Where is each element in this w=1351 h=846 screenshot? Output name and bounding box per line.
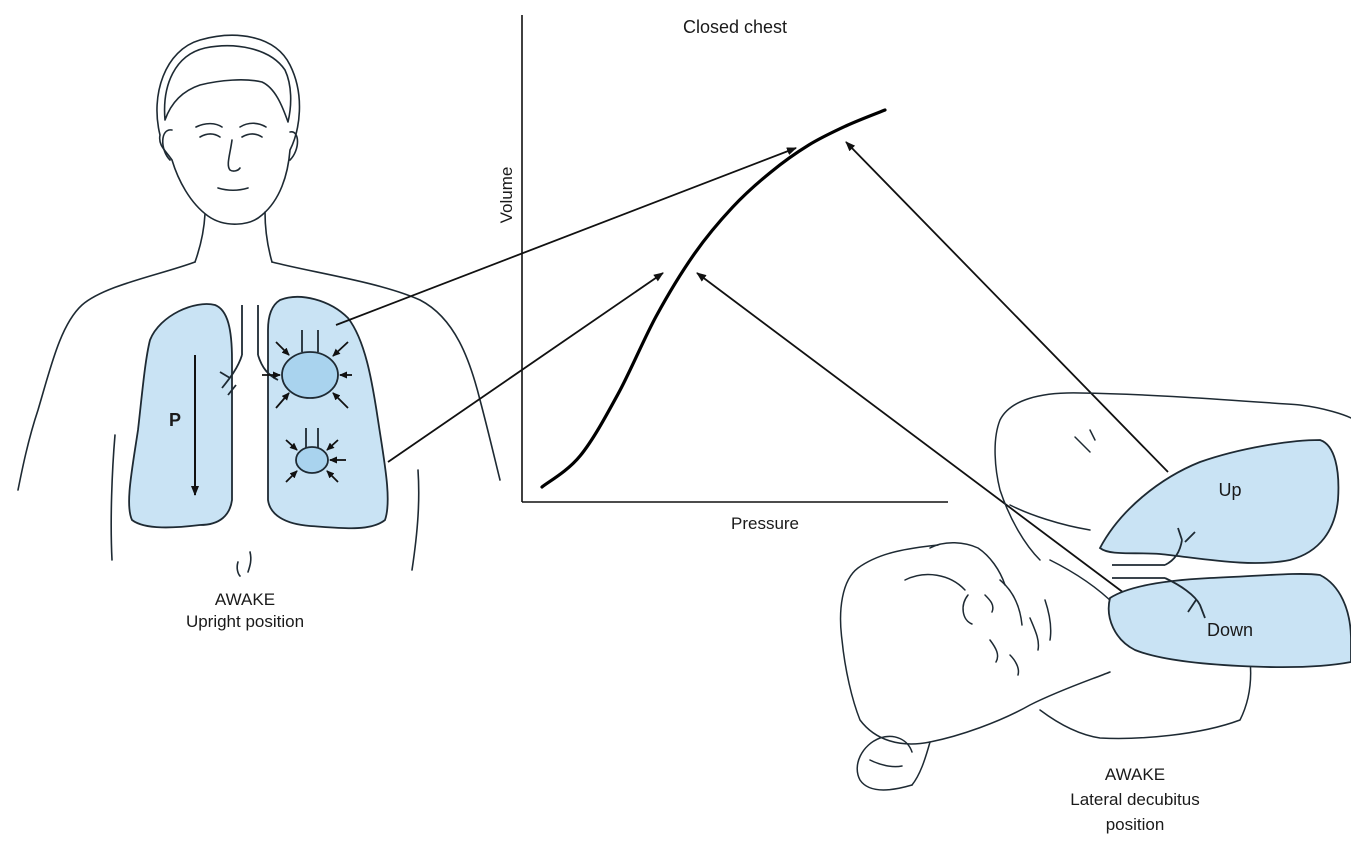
upright-ear-left: [163, 130, 172, 160]
chart-y-axis-label: Volume: [497, 150, 517, 240]
lateral-position-label-line2: position: [1070, 815, 1200, 835]
upright-mouth: [218, 188, 248, 190]
lateral-lung-up: [1100, 440, 1338, 563]
upright-position-label: Upright position: [160, 612, 330, 632]
upright-neck-right: [265, 212, 272, 262]
pressure-volume-curve: [542, 110, 885, 487]
lateral-hair: [905, 543, 1005, 590]
compliance-chart: [522, 15, 948, 502]
upright-figure: [18, 35, 500, 576]
upright-navel: [237, 552, 251, 576]
lateral-head-outline: [841, 545, 1110, 744]
arrow-down-lung-to-curve: [697, 273, 1128, 596]
lateral-down-label: Down: [1185, 620, 1275, 641]
upright-brow-right: [240, 123, 266, 127]
chart-x-axis-label: Pressure: [700, 514, 830, 534]
upright-lung-right: [268, 297, 388, 528]
arrow-up-lung-to-curve: [846, 142, 1168, 472]
upright-hair: [165, 46, 291, 122]
upright-neck-left: [195, 214, 205, 262]
lateral-state-label: AWAKE: [1070, 765, 1200, 785]
upright-nose: [228, 140, 240, 171]
upright-eye-right: [242, 134, 262, 137]
upright-eye-left: [200, 134, 220, 137]
lateral-hand: [857, 736, 912, 790]
upright-torso-outline: [18, 262, 500, 490]
upright-alveolus-small: [296, 447, 328, 473]
upright-state-label: AWAKE: [180, 590, 310, 610]
lateral-ear: [963, 595, 972, 624]
upright-brow-left: [196, 124, 222, 127]
upright-alveolus-large: [282, 352, 338, 398]
upright-flank-right: [412, 470, 419, 570]
lateral-face: [985, 580, 1051, 675]
arrow-large-alveolus-to-curve: [336, 148, 796, 325]
lateral-position-label-line1: Lateral decubitus: [1040, 790, 1230, 810]
chart-title: Closed chest: [640, 17, 830, 38]
lateral-up-label: Up: [1195, 480, 1265, 501]
upright-gradient-label: P: [160, 410, 190, 431]
arrow-small-alveolus-to-curve: [388, 273, 663, 462]
upright-flank-left: [111, 435, 115, 560]
lateral-shoulder-line: [1075, 430, 1095, 452]
